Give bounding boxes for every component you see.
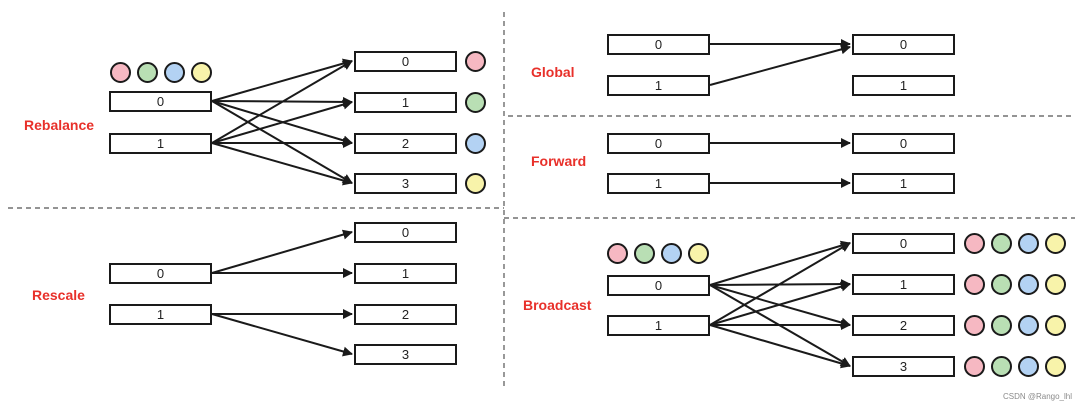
rescale-input-0: 0 [109, 263, 212, 284]
blue-record-dot [1018, 274, 1039, 295]
green-record-dot [991, 274, 1012, 295]
broadcast-output-3: 3 [852, 356, 955, 377]
green-record-dot [991, 233, 1012, 254]
rebalance-output-3: 3 [354, 173, 457, 194]
broadcast-arrow [709, 242, 851, 326]
watermark: CSDN @Rango_lhl [1002, 392, 1072, 401]
broadcast-input-1: 1 [607, 315, 710, 336]
red-record-dot [964, 233, 985, 254]
rescale-output-0: 0 [354, 222, 457, 243]
rebalance-arrow [211, 58, 353, 102]
forward-input-0: 0 [607, 133, 710, 154]
global-input-1: 1 [607, 75, 710, 96]
broadcast-output-0: 0 [852, 233, 955, 254]
red-record-dot [964, 315, 985, 336]
rebalance-output-1: 1 [354, 92, 457, 113]
green-record-dot [991, 356, 1012, 377]
yellow-record-dot [1045, 274, 1066, 295]
rescale-input-1: 1 [109, 304, 212, 325]
rescale-arrow [211, 229, 353, 274]
broadcast-arrow [709, 240, 851, 286]
green-record-dot [634, 243, 655, 264]
rescale-label: Rescale [32, 287, 85, 303]
rebalance-input-0: 0 [109, 91, 212, 112]
rebalance-arrow [211, 142, 353, 186]
yellow-record-dot [1045, 233, 1066, 254]
forward-input-1: 1 [607, 173, 710, 194]
global-output-0: 0 [852, 34, 955, 55]
red-record-dot [607, 243, 628, 264]
broadcast-output-2: 2 [852, 315, 955, 336]
rescale-output-1: 1 [354, 263, 457, 284]
broadcast-output-1: 1 [852, 274, 955, 295]
blue-record-dot [164, 62, 185, 83]
global-label: Global [531, 64, 575, 80]
forward-output-0: 0 [852, 133, 955, 154]
blue-record-dot [661, 243, 682, 264]
green-record-dot [991, 315, 1012, 336]
rescale-output-3: 3 [354, 344, 457, 365]
rebalance-output-0: 0 [354, 51, 457, 72]
green-record-dot [137, 62, 158, 83]
blue-record-dot [1018, 356, 1039, 377]
broadcast-input-0: 0 [607, 275, 710, 296]
blue-record-dot [1018, 233, 1039, 254]
forward-label: Forward [531, 153, 587, 169]
global-arrow [709, 44, 851, 86]
blue-record-dot [465, 133, 486, 154]
red-record-dot [110, 62, 131, 83]
broadcast-arrow [709, 324, 851, 369]
rebalance-output-2: 2 [354, 133, 457, 154]
rebalance-label: Rebalance [24, 117, 95, 133]
rescale-output-2: 2 [354, 304, 457, 325]
rescale-arrow [211, 313, 353, 357]
global-output-1: 1 [852, 75, 955, 96]
yellow-record-dot [688, 243, 709, 264]
forward-output-1: 1 [852, 173, 955, 194]
broadcast-arrow [709, 281, 851, 326]
red-record-dot [465, 51, 486, 72]
green-record-dot [465, 92, 486, 113]
rebalance-arrow [211, 99, 353, 144]
yellow-record-dot [1045, 315, 1066, 336]
global-input-0: 0 [607, 34, 710, 55]
broadcast-label: Broadcast [523, 297, 592, 313]
rebalance-arrow [211, 60, 353, 144]
red-record-dot [964, 274, 985, 295]
blue-record-dot [1018, 315, 1039, 336]
rebalance-input-1: 1 [109, 133, 212, 154]
yellow-record-dot [191, 62, 212, 83]
yellow-record-dot [1045, 356, 1066, 377]
red-record-dot [964, 356, 985, 377]
yellow-record-dot [465, 173, 486, 194]
